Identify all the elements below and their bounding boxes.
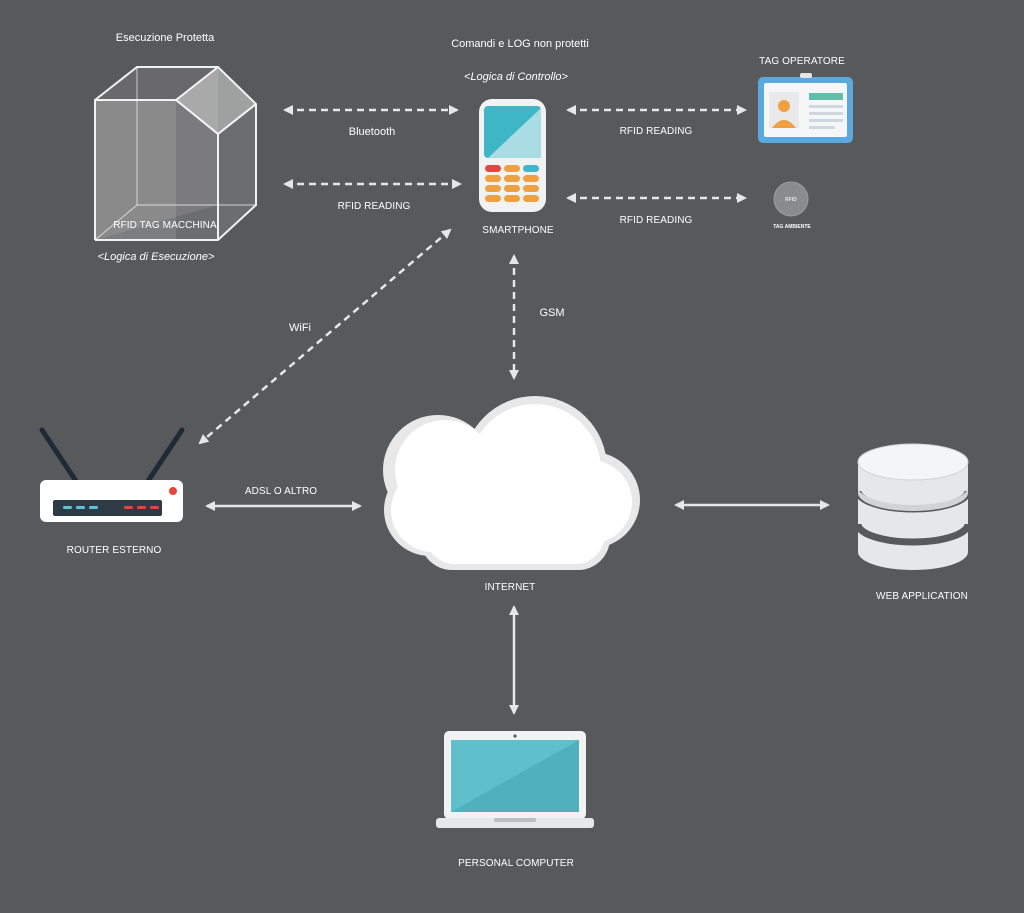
- wifi-label: WiFi: [289, 322, 311, 334]
- rfid-reading-machine-label: RFID READING: [337, 201, 411, 212]
- personal-computer-label: PERSONAL COMPUTER: [458, 858, 574, 869]
- id-card-icon: [758, 73, 853, 143]
- gsm-label: GSM: [539, 307, 565, 319]
- internet-label: INTERNET: [484, 582, 536, 593]
- wifi-connector: [198, 228, 452, 445]
- control-logic-label: <Logica di Controllo>: [464, 71, 568, 83]
- router-icon: [39, 427, 185, 522]
- cube-icon: [94, 66, 257, 241]
- rfid-reading-operator-label: RFID READING: [619, 126, 693, 137]
- cloud-icon: [383, 396, 640, 570]
- web-application-label: WEB APPLICATION: [876, 591, 968, 602]
- machine-tag-label: RFID TAG MACCHINA: [113, 220, 217, 231]
- bluetooth-label: Bluetooth: [348, 126, 396, 138]
- database-icon: [854, 443, 972, 570]
- router-label: ROUTER ESTERNO: [66, 545, 162, 556]
- env-tag-label: TAG AMBIENTE: [773, 224, 811, 230]
- adsl-label: ADSL O ALTRO: [244, 486, 318, 497]
- smartphone-label: SMARTPHONE: [482, 225, 554, 236]
- rfid-badge-text: RFID: [785, 197, 797, 203]
- rfid-tag-icon: [773, 181, 809, 217]
- rfid-reading-env-label: RFID READING: [619, 215, 693, 226]
- execution-logic-label: <Logica di Esecuzione>: [97, 251, 215, 263]
- protected-execution-title: Esecuzione Protetta: [115, 32, 215, 44]
- laptop-icon: [436, 731, 594, 828]
- unprotected-commands-title: Comandi e LOG non protetti: [451, 38, 589, 50]
- operator-tag-label: TAG OPERATORE: [759, 56, 845, 67]
- smartphone-icon: [479, 99, 546, 212]
- connectors: [198, 105, 830, 715]
